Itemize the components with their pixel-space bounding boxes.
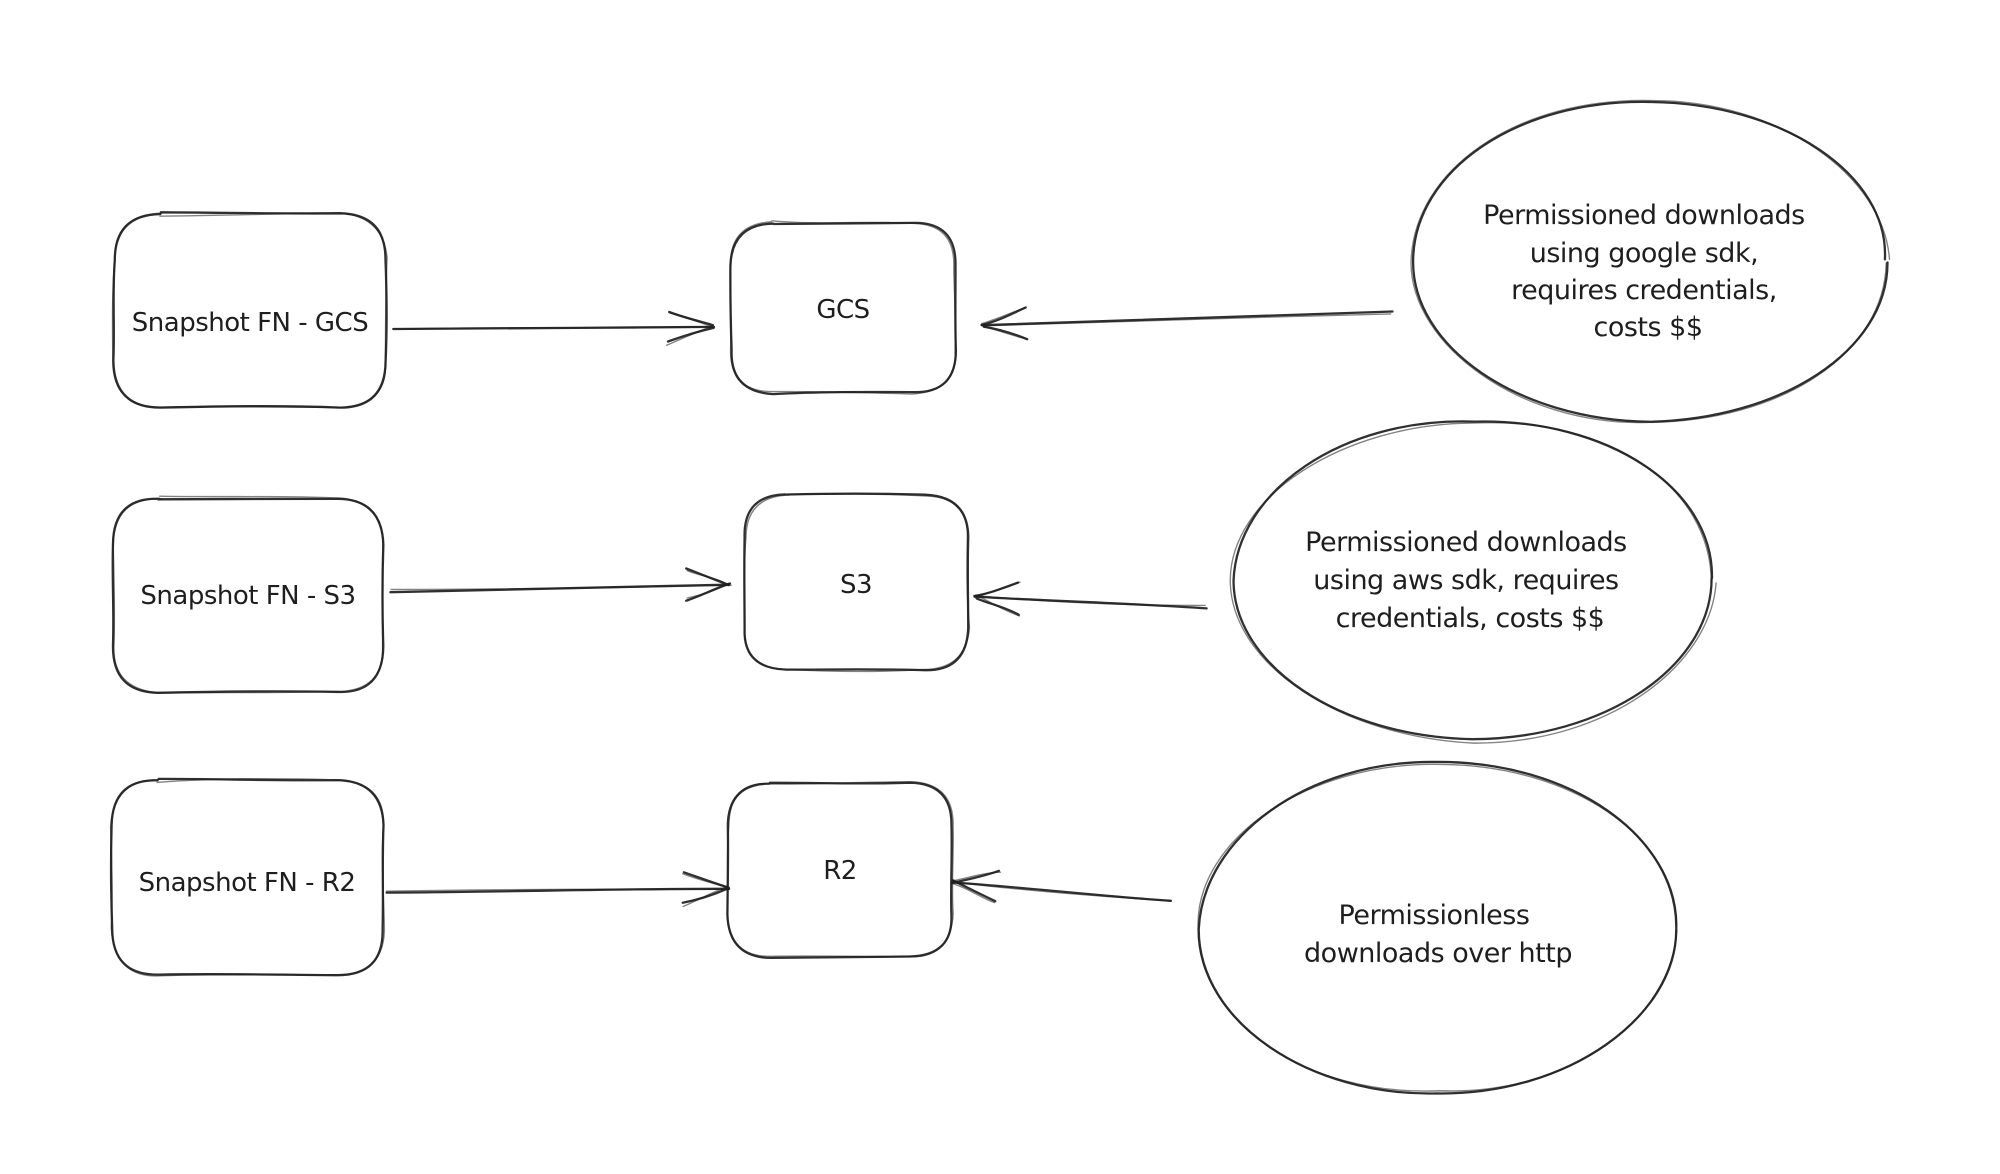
sketch-stroke	[981, 310, 1394, 327]
sketch-stroke	[726, 781, 953, 960]
sketch-stroke	[1232, 420, 1714, 741]
sketch-stroke	[1411, 100, 1889, 423]
node-snapshot-fn-s3-label: Snapshot FN - S3	[140, 581, 355, 611]
node-snapshot-fn-s3: Snapshot FN - S3	[111, 495, 385, 694]
sketch-stroke	[980, 306, 1027, 327]
node-gcs-label: GCS	[816, 295, 869, 325]
sketch-stroke	[973, 581, 1020, 598]
arrow-snapshot-gcs-to-gcs	[392, 310, 716, 346]
sketch-stroke	[975, 597, 1020, 616]
sketch-stroke	[950, 882, 995, 904]
node-gcs: GCS	[729, 220, 958, 396]
node-r2: R2	[726, 781, 954, 960]
sketch-stroke	[112, 211, 388, 409]
sketch-stroke	[982, 325, 1029, 341]
node-r2-label: R2	[823, 856, 857, 886]
sketch-stroke	[951, 881, 1173, 902]
sketch-stroke	[666, 326, 715, 343]
node-snapshot-fn-gcs: Snapshot FN - GCS	[111, 211, 388, 409]
arrow-snapshot-r2-to-r2	[385, 871, 731, 908]
sketch-stroke	[109, 777, 385, 977]
node-s3-label: S3	[840, 570, 872, 600]
sketch-stroke	[385, 887, 731, 894]
sketch-stroke	[389, 583, 731, 594]
node-s3: S3	[743, 492, 971, 673]
node-snapshot-fn-r2: Snapshot FN - R2	[109, 777, 386, 977]
sketch-stroke	[685, 567, 730, 587]
node-snapshot-fn-gcs-label: Snapshot FN - GCS	[132, 308, 368, 338]
annotation-s3-text: Permissioned downloads using aws sdk, re…	[1305, 527, 1635, 634]
annotation-gcs-text: Permissioned downloads using google sdk,…	[1483, 200, 1813, 343]
node-snapshot-fn-r2-label: Snapshot FN - R2	[139, 868, 356, 898]
arrow-annotation-to-r2	[950, 869, 1173, 904]
sketch-stroke	[392, 325, 716, 331]
annotation-ellipse-s3: Permissioned downloads using aws sdk, re…	[1229, 420, 1717, 744]
sketch-stroke	[952, 869, 1001, 884]
annotation-r2-text: Permissionless downloads over http	[1304, 900, 1572, 969]
arrow-snapshot-s3-to-s3	[389, 567, 732, 602]
arrow-annotation-to-gcs	[980, 306, 1394, 341]
sketch-stroke	[682, 871, 730, 889]
sketch-stroke	[729, 221, 958, 396]
sketch-stroke	[1197, 760, 1678, 1095]
sketch-stroke	[743, 492, 970, 672]
sketch-stroke	[972, 594, 1206, 607]
sketch-stroke	[973, 595, 1208, 610]
annotation-ellipse-gcs: Permissioned downloads using google sdk,…	[1410, 99, 1891, 424]
annotation-ellipse-r2: Permissionless downloads over http	[1197, 760, 1678, 1095]
arrow-annotation-to-s3	[972, 581, 1208, 617]
sketch-stroke	[668, 310, 715, 327]
sketch-stroke	[111, 497, 385, 694]
